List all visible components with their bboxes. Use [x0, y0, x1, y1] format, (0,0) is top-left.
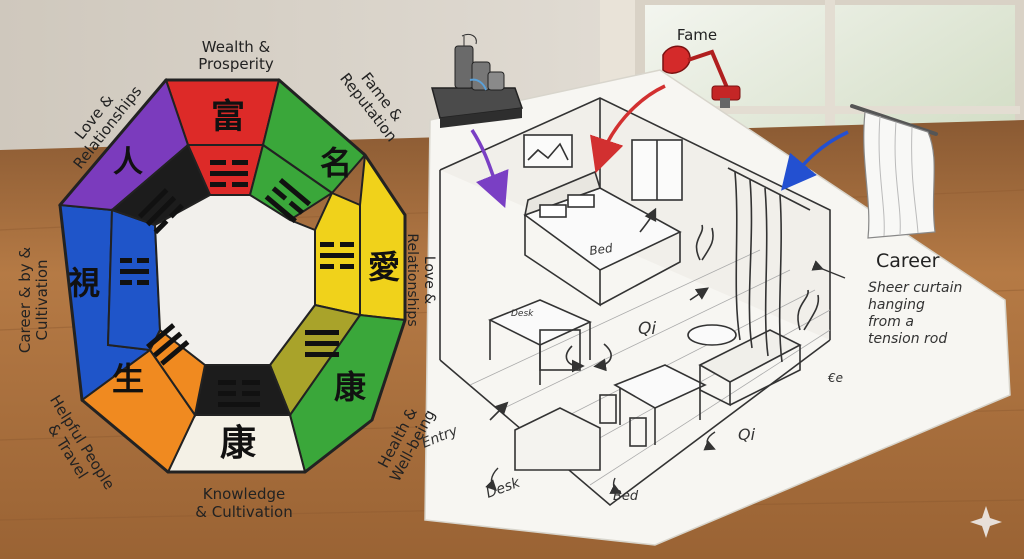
callout-fame: Fame — [677, 26, 717, 44]
wall-picture — [524, 135, 572, 167]
love-char: 人 — [113, 145, 143, 180]
label-knowledge: Knowledge& Cultivation — [195, 485, 292, 521]
callout-career: Career — [876, 250, 940, 272]
helpful-char: 生 — [112, 360, 144, 398]
knowledge-char: 康 — [220, 422, 256, 464]
room-label-qi: Qi — [638, 319, 656, 339]
coffee-table — [688, 325, 736, 345]
callout-qi: Qi — [738, 425, 756, 444]
callout-ee: €e — [827, 371, 843, 385]
career-char: 視 — [68, 264, 100, 302]
health-trigram-icon — [305, 330, 339, 357]
wealth-char: 富 — [211, 97, 245, 137]
health-char: 康 — [334, 368, 367, 406]
fame-char: 名 — [320, 144, 352, 182]
label-career: Career & by &Cultivation — [16, 247, 51, 354]
right-char: 愛 — [368, 248, 400, 286]
label-wealth: Wealth &Prosperity — [198, 38, 274, 73]
career-trigram-band — [108, 210, 160, 350]
room-label-desk: Desk — [511, 309, 534, 319]
